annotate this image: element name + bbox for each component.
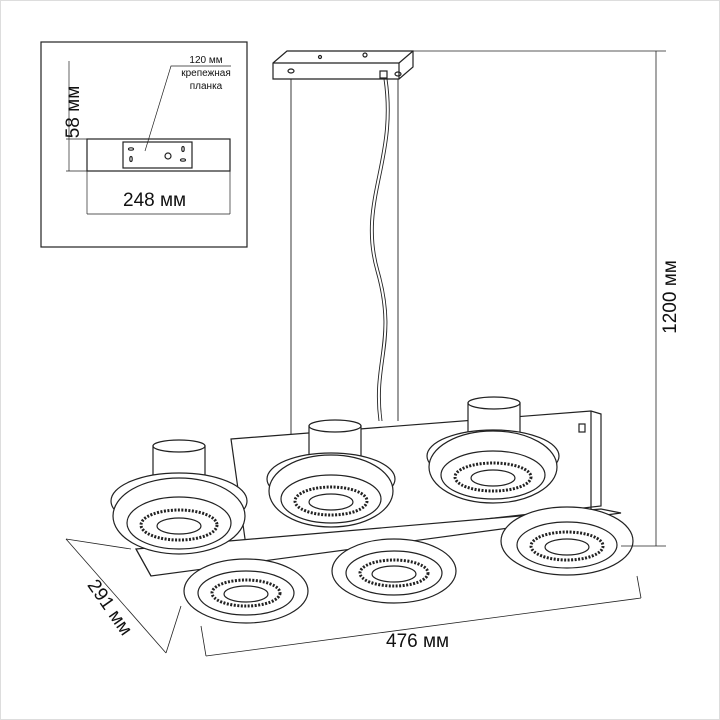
spotlights-lower xyxy=(183,506,634,624)
inset-plate-view xyxy=(66,61,231,215)
inset-height-label: 58 мм xyxy=(63,85,84,139)
plate-callout: 120 мм крепежная планка xyxy=(171,54,241,93)
ceiling-plate xyxy=(272,50,414,80)
height-dimension-label: 1200 мм xyxy=(660,260,681,334)
spotlight xyxy=(331,538,457,604)
inset-width-label: 248 мм xyxy=(123,190,187,211)
spotlights-upper xyxy=(110,396,560,555)
spotlight xyxy=(426,396,560,504)
inset-frame xyxy=(40,41,248,248)
spotlight xyxy=(266,419,396,528)
spotlight xyxy=(183,558,309,624)
plate-label-line1: крепежная xyxy=(181,68,231,79)
spotlight xyxy=(110,439,248,555)
spotlight xyxy=(500,506,634,576)
plate-label-line2: планка xyxy=(189,81,223,92)
length-dimension-label: 476 мм xyxy=(386,631,450,652)
plate-length-label: 120 мм xyxy=(189,55,223,66)
suspension-wires xyxy=(290,78,399,439)
dimension-lines xyxy=(65,50,666,657)
